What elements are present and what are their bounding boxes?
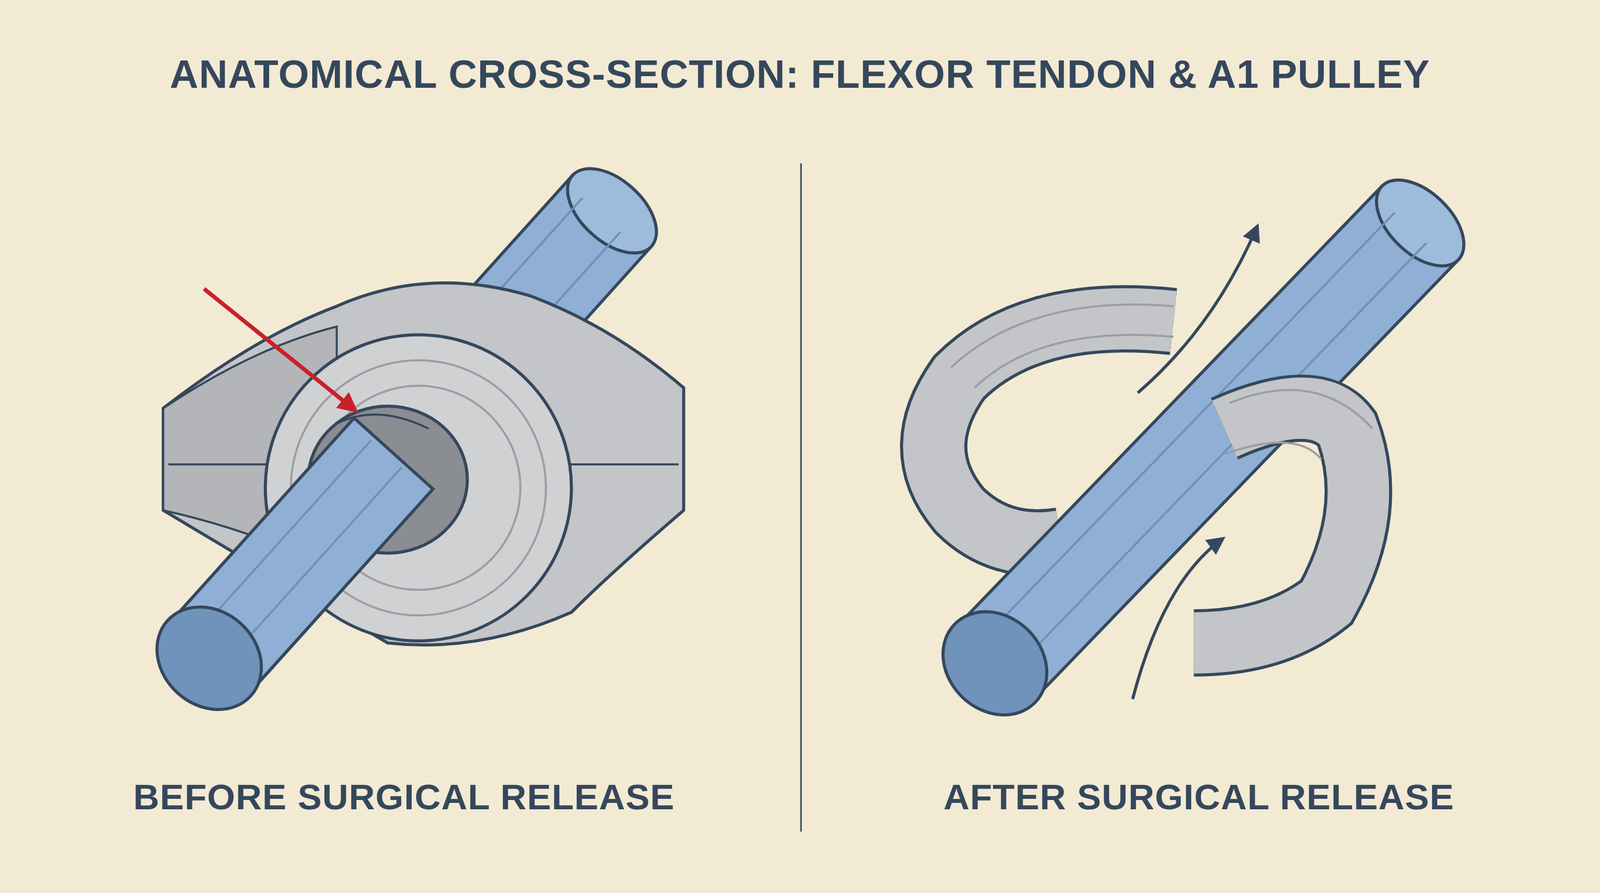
panel-caption: BEFORE SURGICAL RELEASE	[133, 776, 675, 818]
diagram-title: ANATOMICAL CROSS-SECTION: FLEXOR TENDON …	[169, 51, 1431, 97]
tendon-front	[136, 415, 436, 731]
tendon-released	[922, 162, 1482, 737]
pulley-right-half	[1193, 390, 1373, 644]
release-arrow	[1137, 226, 1257, 394]
pinch-arrow	[204, 288, 356, 411]
release-arrow	[1132, 538, 1223, 700]
divider-line	[800, 163, 802, 832]
panel-caption: AFTER SURGICAL RELEASE	[943, 776, 1455, 818]
